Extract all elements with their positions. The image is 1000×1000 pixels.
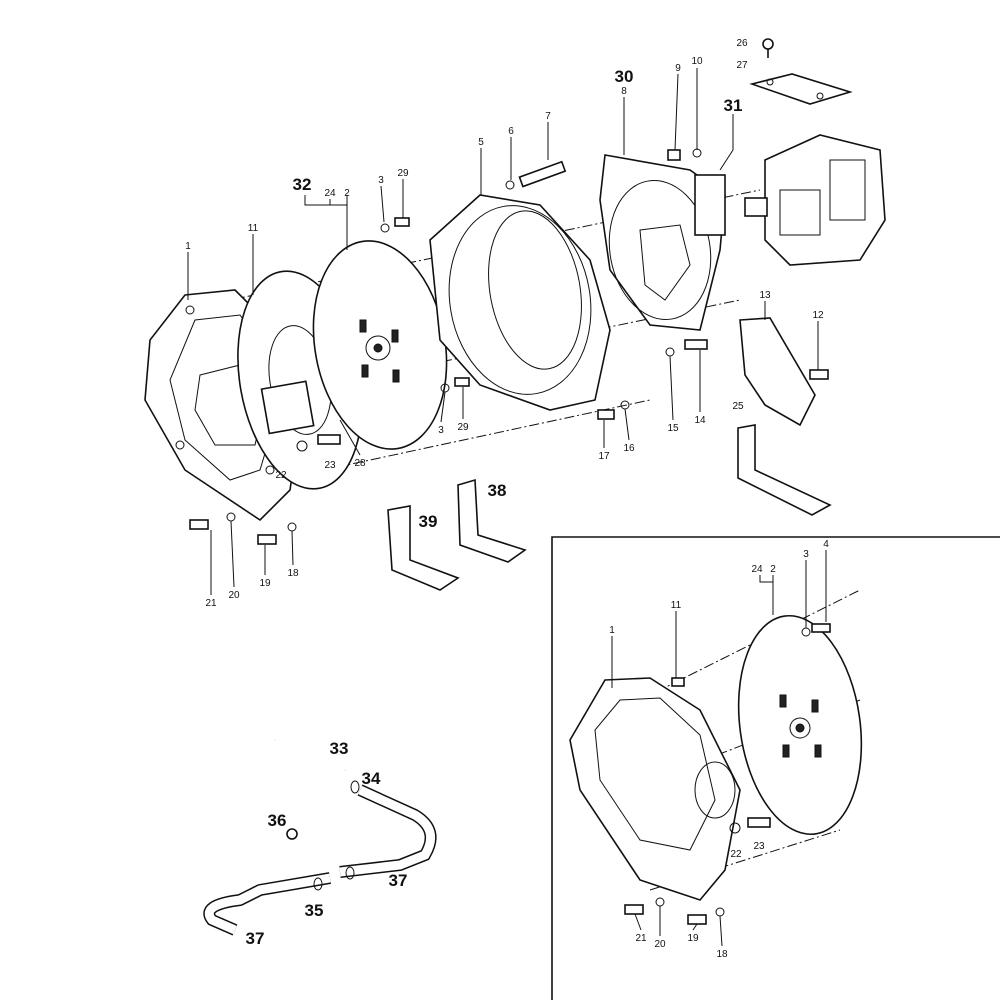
callout-6: 6 [508, 126, 514, 137]
inset-callout-20: 20 [654, 939, 666, 950]
callout-labels: 26 27 30 8 9 10 31 7 6 5 32 24 2 3 29 11… [185, 38, 829, 960]
bell-housing [429, 194, 611, 411]
inset-detail [551, 536, 1000, 1000]
callout-3b: 3 [438, 425, 444, 436]
callout-7: 7 [545, 111, 551, 122]
callout-14: 14 [694, 415, 706, 426]
callout-37: 37 [389, 871, 408, 890]
gearbox [744, 134, 886, 266]
callout-3: 3 [378, 175, 384, 186]
callout-30: 30 [615, 67, 634, 86]
cover-plate [749, 38, 853, 105]
callout-5: 5 [478, 137, 484, 148]
callout-19: 19 [259, 578, 271, 589]
callout-8: 8 [621, 86, 627, 97]
inset-callout-2: 2 [770, 564, 776, 575]
damper-plate [312, 240, 448, 450]
inset-callout-24: 24 [751, 564, 763, 575]
callout-17: 17 [598, 451, 610, 462]
gearbox-adapter-plate [599, 154, 726, 331]
callout-34: 34 [362, 769, 381, 788]
inset-callout-21: 21 [635, 933, 647, 944]
callout-16: 16 [623, 443, 635, 454]
leader-lines [187, 68, 819, 595]
callout-21: 21 [205, 598, 217, 609]
inset-callout-3: 3 [803, 549, 809, 560]
callout-29b: 29 [457, 422, 469, 433]
callout-13: 13 [759, 290, 771, 301]
callout-23: 23 [324, 460, 336, 471]
inset-callout-4: 4 [823, 539, 829, 550]
callout-12: 12 [812, 310, 824, 321]
callout-11: 11 [248, 223, 259, 234]
callout-27: 27 [736, 60, 748, 71]
callout-37b: 37 [246, 929, 265, 948]
inset-callout-22: 22 [730, 849, 742, 860]
callout-20: 20 [228, 590, 240, 601]
hose-assembly [203, 736, 437, 936]
callout-22: 22 [275, 470, 287, 481]
bolts [189, 148, 829, 545]
callout-15: 15 [667, 423, 679, 434]
callout-38: 38 [488, 481, 507, 500]
callout-28: 28 [354, 458, 366, 469]
callout-29: 29 [397, 168, 409, 179]
callout-39: 39 [419, 512, 438, 531]
callout-1: 1 [185, 241, 191, 252]
callout-25: 25 [732, 401, 744, 412]
callout-24: 24 [324, 188, 336, 199]
mounting-brackets [387, 317, 832, 591]
callout-31: 31 [724, 96, 743, 115]
callout-36: 36 [268, 811, 287, 830]
callout-2: 2 [344, 188, 350, 199]
inset-callout-11: 11 [671, 600, 682, 611]
callout-32: 32 [293, 175, 312, 194]
callout-9: 9 [675, 63, 681, 74]
inset-callout-19: 19 [687, 933, 699, 944]
callout-18: 18 [287, 568, 299, 579]
callout-33: 33 [330, 739, 349, 758]
inset-callout-23: 23 [753, 841, 765, 852]
callout-10: 10 [691, 56, 703, 67]
callout-26: 26 [736, 38, 748, 49]
inset-callout-1: 1 [609, 625, 615, 636]
callout-35: 35 [305, 901, 324, 920]
inset-callout-18: 18 [716, 949, 728, 960]
